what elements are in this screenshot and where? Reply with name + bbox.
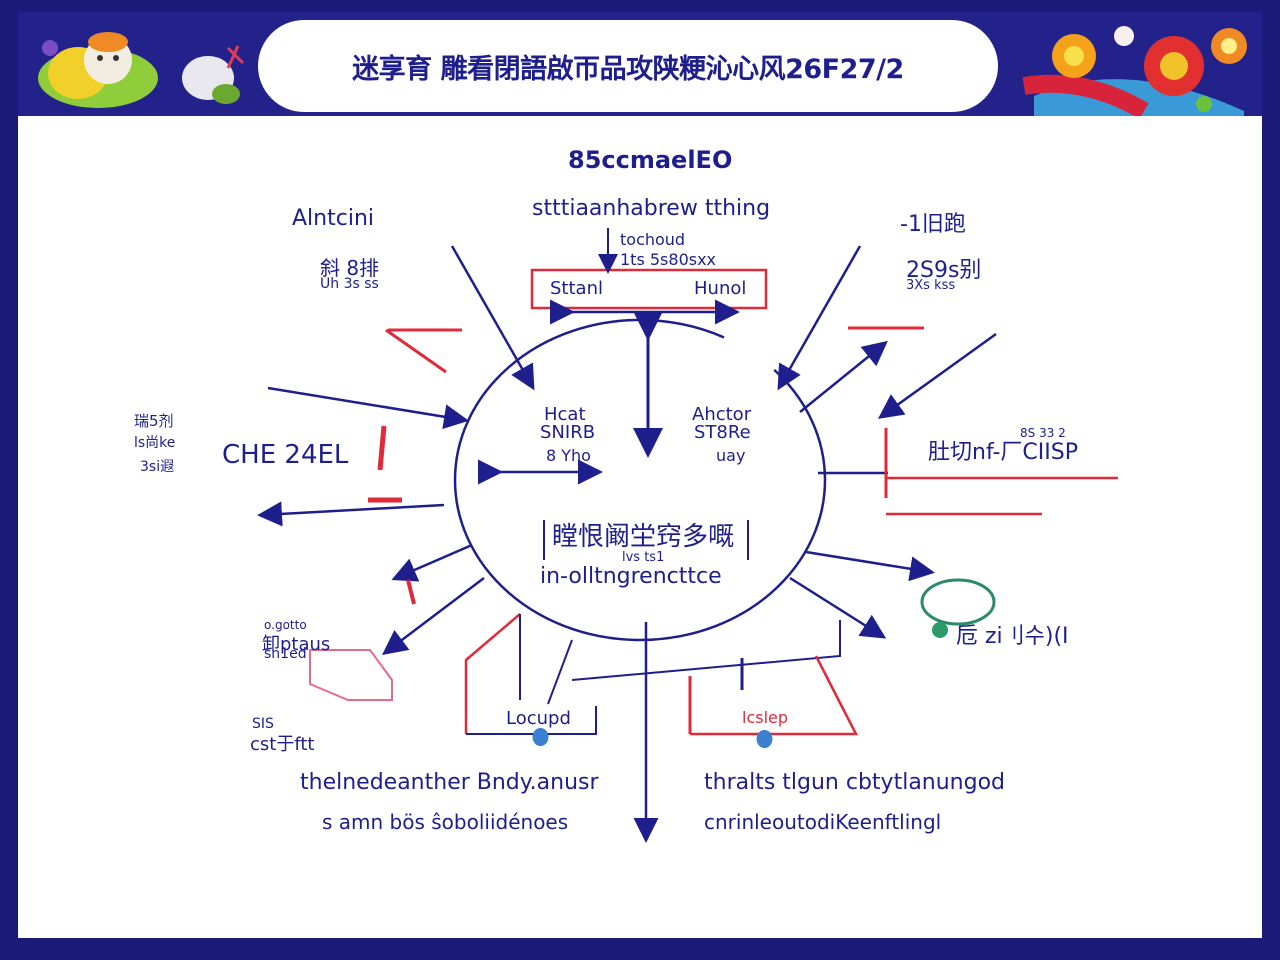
arrow-right-lower: [805, 550, 935, 582]
left-lower-1: o.gotto: [264, 618, 307, 632]
right-small-label: 8S 33 2: [1020, 426, 1066, 440]
right-lower-label: 卮 zi刂수)(I: [956, 624, 1069, 649]
top-left-sub-2: Uh 3s ss: [320, 276, 379, 292]
arrow-left-mid: [257, 501, 445, 527]
red-accent-2: [385, 328, 447, 374]
arrow-left-lower: [391, 543, 473, 582]
top-right-sub-2: 3Xs kss: [906, 278, 956, 293]
left-lower-2: 卸ptaus: [262, 634, 331, 655]
center-title: 瞠恨阚坣窍多嘅: [552, 522, 735, 552]
top-right-label: -1旧跑: [900, 212, 966, 237]
bottom-left-text-1: thelnedeanther Bndy.anusr: [300, 770, 599, 795]
water-drop-icon: [532, 722, 549, 746]
bottom-right-box-label: lcslep: [742, 708, 789, 727]
center-right-3: uay: [716, 446, 746, 465]
bottom-left-box: [466, 706, 597, 735]
red-accent-4: [377, 425, 387, 471]
left-small-1: 瑞5剂: [134, 412, 174, 430]
bottom-right-text-1: thralts tlgun cbtytlanungod: [704, 770, 1006, 795]
center-left-2: SNIRB: [540, 422, 596, 443]
teal-globe-icon: [920, 578, 996, 638]
top-left-sub-1: 斜 8排: [320, 256, 380, 280]
box-left-label: Sttanl: [550, 278, 603, 299]
bottom-right-text-2: cnrinleoutodiKeenftlingl: [704, 810, 942, 834]
bottom-right-box-red: [690, 655, 859, 736]
arrow-left-upper: [267, 386, 469, 430]
right-main-label: 肚切nf-厂CIISP: [928, 440, 1078, 465]
title-pill: 迷享育 雕看閉語啟帀品攻陕粳沁心风26F27/2: [258, 20, 998, 112]
center-right-2: ST8Re: [694, 422, 751, 443]
arrow-right-bottom: [789, 576, 887, 639]
arrow-top-right: [777, 245, 862, 391]
red-accent-9: [406, 579, 416, 605]
flower-cluster-icon: [1022, 26, 1247, 116]
diagram-top-label: 85ccmaelEO: [568, 146, 733, 174]
central-circle: [453, 318, 827, 642]
bottom-left-diag: [547, 639, 573, 705]
center-right-1: Ahctor: [692, 404, 752, 425]
top-right-sub-1: 2S9s别: [906, 258, 982, 283]
bottom-h-line: [571, 620, 841, 681]
center-sub: lvs ts1: [622, 550, 665, 565]
water-drop-icon: [756, 730, 773, 748]
center-left-3: 8 Yho: [546, 446, 591, 465]
pink-sketch: [309, 649, 393, 701]
arrow-right-upper: [877, 332, 997, 419]
cartoon-animal-icon: [38, 32, 245, 108]
top-left-label: Alntcini: [292, 206, 374, 231]
arrow-top-left: [450, 245, 535, 391]
arrow-right-top: [799, 340, 888, 413]
center-caption: in-olltngrencttce: [540, 564, 722, 589]
arrow-left-bottom: [382, 577, 485, 656]
left-lower-5: cst于ftt: [250, 734, 315, 755]
top-note-1: tochoud: [620, 230, 686, 249]
center-left-1: Hcat: [544, 404, 586, 425]
box-right-label: Hunol: [694, 278, 747, 299]
content-area: [18, 116, 1262, 938]
left-main-label: CHE 24EL: [222, 440, 349, 470]
left-small-3: 3si遐: [140, 459, 175, 475]
bottom-left-text-2: s amn bös ŝoboliidénoes: [322, 810, 569, 834]
bottom-left-box-label: Locupd: [506, 708, 571, 729]
top-note-2: 1ts 5s80sxx: [620, 250, 717, 269]
left-small-2: ls尚ke: [134, 435, 176, 451]
page-title: 迷享育 雕看閉語啟帀品攻陕粳沁心风26F27/2: [352, 53, 904, 85]
diagram-top-subtitle: stttiaanhabrew tthing: [532, 196, 771, 221]
bottom-left-bracket-red: [464, 613, 521, 734]
left-lower-3: sn1ed: [264, 646, 307, 662]
left-lower-4: SIS: [252, 716, 274, 732]
